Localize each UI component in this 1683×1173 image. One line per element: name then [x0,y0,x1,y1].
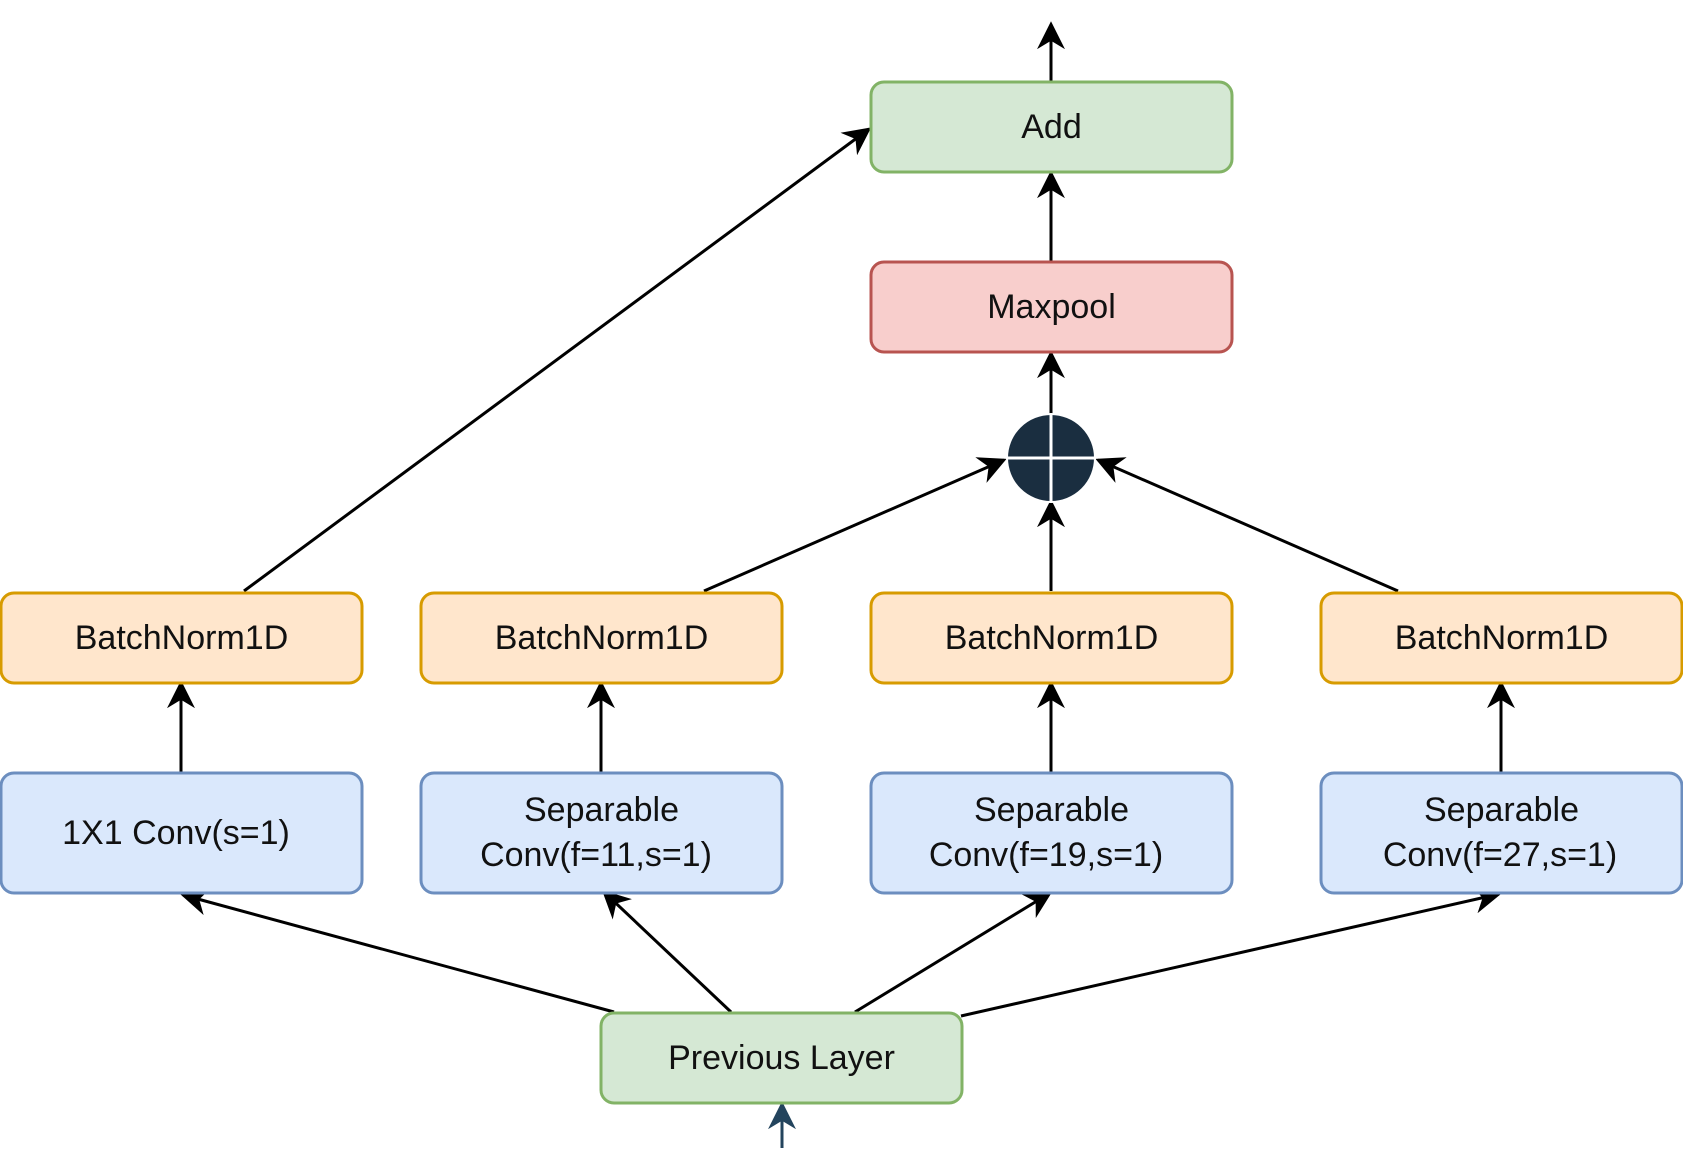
conv-node-2: Separable Conv(f=11,s=1) [419,771,784,895]
batchnorm-label-4: BatchNorm1D [1395,619,1609,657]
add-label: Add [1021,108,1082,146]
conv-box-3 [869,771,1234,895]
conv-node-1: 1X1 Conv(s=1) [0,771,364,895]
batchnorm-node-2: BatchNorm1D [419,591,784,685]
conv-box-4 [1319,771,1683,895]
batchnorm-label-3: BatchNorm1D [945,619,1159,657]
edges [167,21,1515,1148]
maxpool-label: Maxpool [987,288,1116,326]
edge-prev-to-conv1 [180,888,615,1014]
batchnorm-box-4 [1319,591,1683,685]
edge-prev-to-conv4 [960,885,1502,1018]
previous-layer-node: Previous Layer [599,1011,964,1105]
sum-circle-icon [1006,413,1096,503]
previous-layer-box [599,1011,964,1105]
previous-layer-label: Previous Layer [668,1039,895,1077]
batchnorm-node-3: BatchNorm1D [869,591,1234,685]
edge-bn4-to-sum [1095,457,1399,593]
conv-label-4-line-1: Separable [1424,791,1579,829]
edge-bn1-to-add [243,127,872,593]
add-node: Add [869,80,1234,174]
conv-label-3-line-1: Separable [974,791,1129,829]
batchnorm-label-2: BatchNorm1D [495,619,709,657]
conv-box-1 [0,771,364,895]
batchnorm-node-4: BatchNorm1D [1319,591,1683,685]
maxpool-node: Maxpool [869,260,1234,354]
batchnorm-box-2 [419,591,784,685]
conv-node-4: Separable Conv(f=27,s=1) [1319,771,1683,895]
conv-node-3: Separable Conv(f=19,s=1) [869,771,1234,895]
conv-box-2 [419,771,784,895]
edge-prev-to-conv2 [601,890,733,1014]
edge-prev-to-conv3 [854,891,1053,1014]
conv-label-3-line-2: Conv(f=19,s=1) [929,836,1163,874]
conv-label-1-line-1: 1X1 Conv(s=1) [62,814,290,852]
add-box [869,80,1234,174]
conv-label-2-line-2: Conv(f=11,s=1) [480,836,712,874]
batchnorm-node-1: BatchNorm1D [0,591,364,685]
edge-bn2-to-sum [703,457,1007,593]
batchnorm-label-1: BatchNorm1D [75,619,289,657]
batchnorm-box-1 [0,591,364,685]
batchnorm-box-3 [869,591,1234,685]
conv-label-4-line-2: Conv(f=27,s=1) [1383,836,1617,874]
maxpool-box [869,260,1234,354]
conv-label-2-line-1: Separable [524,791,679,829]
